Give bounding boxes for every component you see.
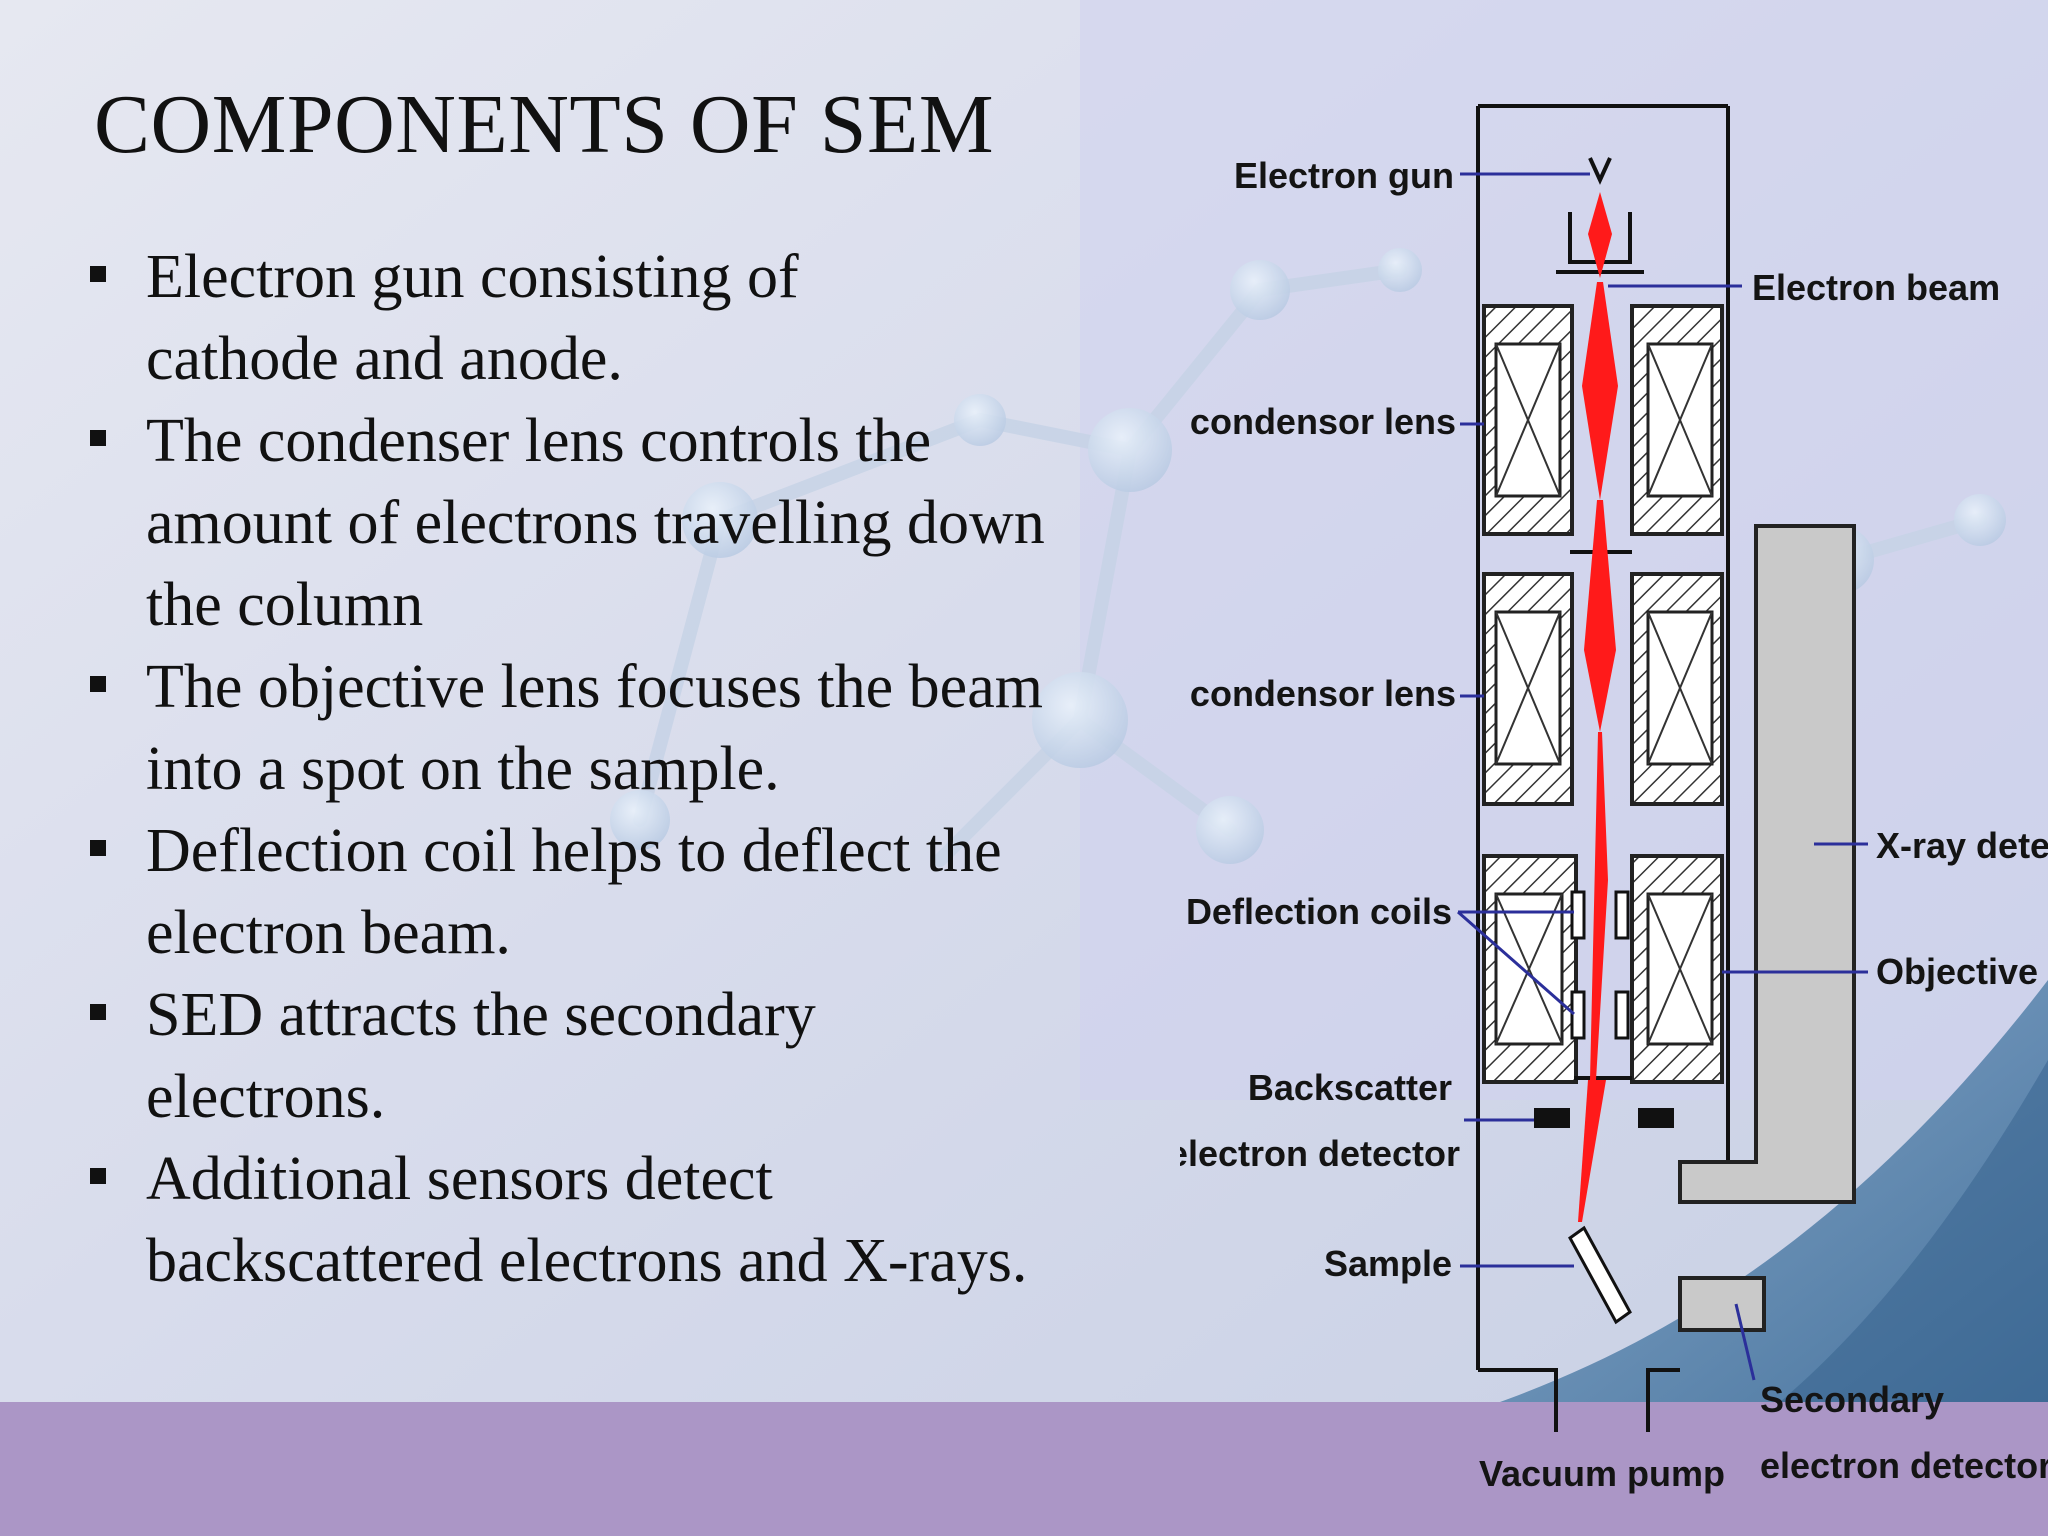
electron-beam [1578,192,1618,1222]
xray-detector-housing [1678,524,1856,1204]
bullet-item: Deflection coil helps to deflect the ele… [84,810,1086,974]
label-objective-lens: Objective lens [1876,951,2048,992]
bullet-square-icon [90,676,106,692]
label-deflection-coils: Deflection coils [1186,891,1452,932]
label-second-condensor-lens: Second condensor lens [1180,673,1456,714]
bullet-text: The condenser lens controls the amount o… [146,407,1045,639]
bullet-square-icon [90,1004,106,1020]
first-condensor-lens-block [1482,304,1724,536]
label-secondary-line2: electron detector [1760,1445,2048,1486]
secondary-electron-detector-icon [1678,1276,1766,1332]
bottom-band [0,1402,2048,1536]
sem-diagram: Electron gun Electron beam First condens… [1180,104,2048,1494]
bullet-item: The objective lens focuses the beam into… [84,646,1126,810]
bullet-square-icon [90,430,106,446]
bullet-text: Additional sensors detect backscattered … [146,1145,1028,1295]
bullet-text: SED attracts the secondary electrons. [146,981,816,1131]
label-backscatter-line1: Backscatter [1248,1067,1452,1108]
label-electron-gun: Electron gun [1234,155,1454,196]
bullet-item: Electron gun consisting of cathode and a… [84,236,966,400]
label-first-condensor-lens: First condensor lens [1180,401,1456,442]
bullet-item: The condenser lens controls the amount o… [84,400,1116,646]
sample-icon [1568,1225,1632,1325]
label-backscatter-line2: electron detector [1180,1133,1460,1174]
label-secondary-line1: Secondary [1760,1379,1944,1420]
label-x-ray-detector: X-ray detector [1876,825,2048,866]
bullet-text: The objective lens focuses the beam into… [146,653,1043,803]
second-condensor-lens-block [1482,572,1724,806]
bullet-text: Deflection coil helps to deflect the ele… [146,817,1002,967]
bullet-square-icon [90,1168,106,1184]
vacuum-pump-pipes [1554,1368,1650,1432]
bullet-square-icon [90,840,106,856]
label-electron-beam: Electron beam [1752,267,2000,308]
slide-title: COMPONENTS OF SEM [94,78,995,171]
leader-lines [1457,172,1868,1381]
bullet-item: Additional sensors detect backscattered … [84,1138,1106,1302]
bullet-item: SED attracts the secondary electrons. [84,974,966,1138]
bullet-text: Electron gun consisting of cathode and a… [146,243,799,393]
label-sample: Sample [1324,1243,1452,1284]
bullet-square-icon [90,266,106,282]
backscatter-detector-icon [1534,1108,1674,1128]
bullet-list: Electron gun consisting of cathode and a… [84,236,1084,1302]
deflection-coils-icon [1570,890,1630,1040]
label-vacuum-pump: Vacuum pump [1479,1453,1725,1494]
